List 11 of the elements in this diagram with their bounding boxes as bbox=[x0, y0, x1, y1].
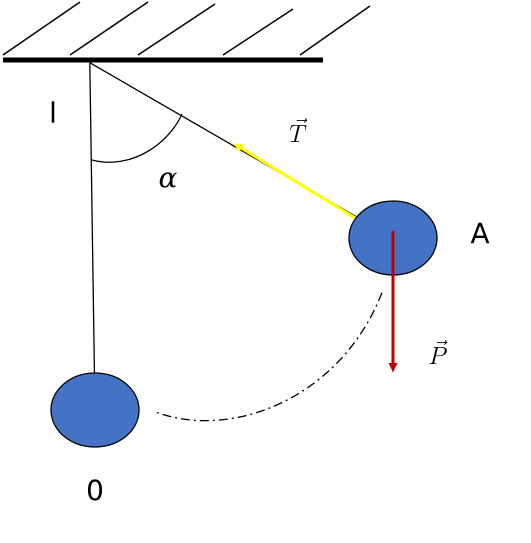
pendulum-bob bbox=[348, 200, 438, 276]
symbol-label: l bbox=[52, 101, 54, 123]
symbol-label: α bbox=[160, 172, 177, 188]
ceiling-bar bbox=[3, 58, 323, 62]
string-line bbox=[89, 62, 96, 372]
trajectory-arc bbox=[155, 292, 383, 421]
point-label: A bbox=[470, 222, 490, 244]
pendulum-bob bbox=[50, 372, 140, 448]
point-label: 0 bbox=[88, 479, 102, 501]
vector-label: $\vec{P}$ bbox=[430, 340, 448, 364]
vector-label: $\vec{T}$ bbox=[290, 118, 308, 142]
